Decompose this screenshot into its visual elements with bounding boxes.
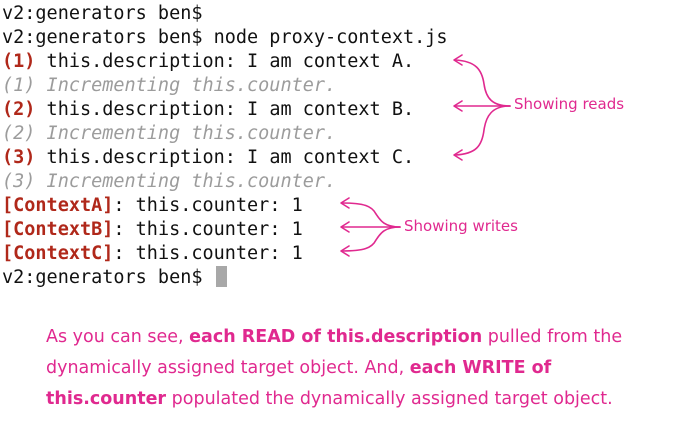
terminal-cursor: [215, 266, 227, 287]
read-text: this.description: I am context C.: [35, 147, 415, 168]
explanation-note: As you can see, each READ of this.descri…: [46, 322, 686, 415]
write-line-a: [ContextA]: this.counter: 1: [2, 194, 522, 218]
note-text: As you can see,: [46, 327, 190, 347]
note-text: pulled from the: [482, 327, 623, 347]
terminal-command-line: v2:generators ben$ node proxy-context.js: [2, 27, 448, 48]
read-line-2: (2) this.description: I am context B.: [2, 98, 522, 122]
note-line-1: As you can see, each READ of this.descri…: [46, 322, 686, 353]
read-line-1: (1) this.description: I am context A.: [2, 50, 522, 74]
increment-line-1: (1) Incrementing this.counter.: [2, 75, 337, 96]
note-emphasis: each READ of this.description: [189, 327, 483, 347]
context-label: [ContextA]: [2, 195, 114, 216]
read-text: this.description: I am context B.: [35, 99, 415, 120]
note-text: populated the dynamically assigned targe…: [166, 389, 613, 409]
read-line-3: (3) this.description: I am context C.: [2, 146, 522, 170]
write-text: : this.counter: 1: [113, 195, 303, 216]
write-text: : this.counter: 1: [113, 219, 303, 240]
terminal-prompt-line: v2:generators ben$: [2, 3, 203, 24]
note-text: dynamically assigned target object. And,: [46, 358, 410, 378]
increment-line-3: (3) Incrementing this.counter.: [2, 171, 337, 192]
write-text: : this.counter: 1: [113, 243, 303, 264]
note-emphasis: each WRITE of: [409, 358, 552, 378]
context-label: [ContextB]: [2, 219, 114, 240]
final-prompt-text: v2:generators ben$: [2, 267, 214, 288]
read-number: (3): [2, 147, 36, 168]
note-line-3: this.counter populated the dynamically a…: [46, 384, 686, 415]
increment-line-2: (2) Incrementing this.counter.: [2, 123, 337, 144]
note-emphasis: this.counter: [46, 389, 167, 409]
note-line-2: dynamically assigned target object. And,…: [46, 353, 686, 384]
write-line-b: [ContextB]: this.counter: 1: [2, 218, 522, 242]
reads-annotation: Showing reads: [514, 95, 625, 113]
read-number: (1): [2, 51, 36, 72]
terminal-final-prompt: v2:generators ben$: [2, 266, 522, 290]
write-line-c: [ContextC]: this.counter: 1: [2, 242, 522, 266]
terminal-output[interactable]: v2:generators ben$ v2:generators ben$ no…: [2, 2, 522, 290]
read-text: this.description: I am context A.: [35, 51, 415, 72]
read-number: (2): [2, 99, 36, 120]
context-label: [ContextC]: [2, 243, 114, 264]
writes-annotation: Showing writes: [404, 217, 518, 235]
